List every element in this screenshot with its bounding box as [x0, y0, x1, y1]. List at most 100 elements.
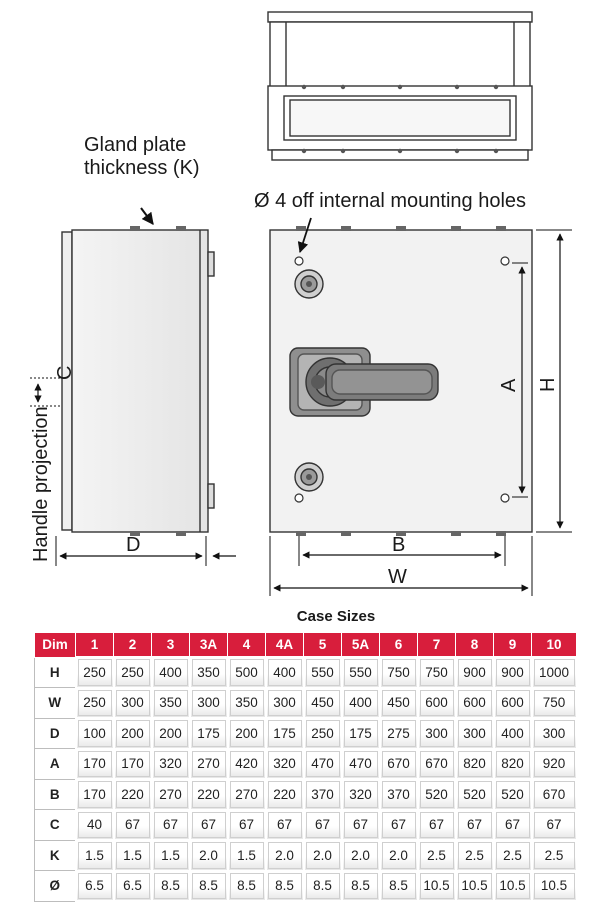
top-view: [267, 11, 533, 161]
table-cell: 350: [150, 686, 191, 719]
dim-w-label: W: [388, 566, 407, 588]
table-cell: 2.0: [188, 839, 229, 872]
table-cell: 200: [112, 717, 153, 750]
table-cell: 67: [150, 808, 191, 841]
header-col: 1: [75, 632, 114, 658]
table-cell: 2.5: [416, 839, 457, 872]
row-label: C: [34, 809, 76, 841]
table-cell: 8.5: [150, 869, 191, 902]
table-cell: 600: [416, 686, 457, 719]
table-cell: 270: [150, 778, 191, 811]
table-cell: 67: [454, 808, 495, 841]
table-cell: 67: [264, 808, 305, 841]
row-label: B: [34, 778, 76, 810]
table-cell: 6.5: [74, 869, 115, 902]
side-view: [30, 207, 236, 566]
table-cell: 175: [264, 717, 305, 750]
table-cell: 8.5: [302, 869, 343, 902]
table-cell: 900: [492, 656, 533, 689]
table-cell: 67: [378, 808, 419, 841]
table-cell: 300: [264, 686, 305, 719]
table-cell: 67: [188, 808, 229, 841]
row-label: D: [34, 717, 76, 749]
table-cell: 670: [378, 747, 419, 780]
table-cell: 320: [340, 778, 381, 811]
table-cell: 200: [226, 717, 267, 750]
header-col: 9: [493, 632, 532, 658]
table-cell: 550: [302, 656, 343, 689]
table-cell: 2.0: [340, 839, 381, 872]
table-cell: 600: [454, 686, 495, 719]
table-cell: 520: [416, 778, 457, 811]
table-cell: 400: [264, 656, 305, 689]
table-cell: 170: [74, 778, 115, 811]
table-cell: 370: [302, 778, 343, 811]
table-cell: 750: [530, 686, 578, 719]
table-cell: 10.5: [492, 869, 533, 902]
isolator-handle: [289, 347, 439, 417]
table-cell: 450: [378, 686, 419, 719]
table-cell: 820: [454, 747, 495, 780]
header-col: 2: [113, 632, 152, 658]
table-cell: 2.0: [264, 839, 305, 872]
row-label: Ø: [34, 870, 76, 902]
table-cell: 400: [492, 717, 533, 750]
table-cell: 300: [188, 686, 229, 719]
gland-plate-label: Gland plate thickness (K): [84, 134, 200, 179]
mounting-holes-label: Ø 4 off internal mounting holes: [254, 190, 527, 212]
table-cell: 750: [378, 656, 419, 689]
table-cell: 450: [302, 686, 343, 719]
table-cell: 10.5: [416, 869, 457, 902]
table-cell: 10.5: [530, 869, 578, 902]
table-cell: 1000: [530, 656, 578, 689]
row-label: H: [34, 656, 76, 688]
header-dim: Dim: [34, 632, 76, 658]
table-cell: 8.5: [378, 869, 419, 902]
table-cell: 2.0: [378, 839, 419, 872]
table-cell: 300: [454, 717, 495, 750]
table-cell: 350: [188, 656, 229, 689]
table-cell: 270: [226, 778, 267, 811]
table-cell: 220: [188, 778, 229, 811]
table-cell: 250: [302, 717, 343, 750]
table-cell: 275: [378, 717, 419, 750]
table-cell: 370: [378, 778, 419, 811]
table-cell: 2.0: [302, 839, 343, 872]
table-title: Case Sizes: [296, 608, 376, 625]
table-cell: 900: [454, 656, 495, 689]
table-cell: 250: [74, 686, 115, 719]
table-cell: 175: [340, 717, 381, 750]
table-cell: 67: [492, 808, 533, 841]
table-cell: 670: [416, 747, 457, 780]
table-cell: 470: [302, 747, 343, 780]
table-cell: 67: [340, 808, 381, 841]
enclosure-drawing: [30, 11, 572, 596]
dim-a-label: A: [498, 378, 520, 392]
header-col: 6: [379, 632, 418, 658]
table-cell: 67: [530, 808, 578, 841]
front-view: [269, 217, 572, 596]
table-cell: 67: [416, 808, 457, 841]
header-col: 3: [151, 632, 190, 658]
table-cell: 500: [226, 656, 267, 689]
table-cell: 1.5: [226, 839, 267, 872]
table-cell: 600: [492, 686, 533, 719]
handle-projection-label: Handle projection: [30, 406, 52, 562]
table-cell: 67: [226, 808, 267, 841]
row-label: K: [34, 839, 76, 871]
table-cell: 40: [74, 808, 115, 841]
table-cell: 400: [340, 686, 381, 719]
table-cell: 300: [530, 717, 578, 750]
table-cell: 175: [188, 717, 229, 750]
table-cell: 2.5: [492, 839, 533, 872]
header-col: 10: [531, 632, 577, 658]
table-cell: 520: [492, 778, 533, 811]
table-cell: 10.5: [454, 869, 495, 902]
header-col: 5A: [341, 632, 380, 658]
table-cell: 820: [492, 747, 533, 780]
